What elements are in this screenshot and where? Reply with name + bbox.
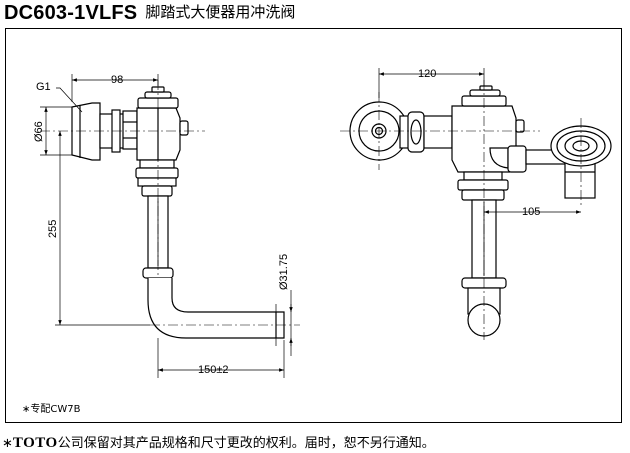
dim-98: 98: [111, 74, 123, 86]
disclaimer: ∗TOTO公司保留对其产品规格和尺寸更改的权利。届时，恕不另行通知。: [2, 432, 435, 452]
dim-150: 150±2: [198, 364, 229, 376]
dim-dia-66: Ø66: [33, 121, 45, 142]
drawing-frame: [5, 28, 622, 423]
side-view-valve: [71, 86, 285, 339]
disclaimer-text: 公司保留对其产品规格和尺寸更改的权利。届时，恕不另行通知。: [57, 436, 435, 451]
top-view-valve: [349, 85, 612, 337]
side-view-centerlines: [40, 80, 300, 326]
dim-g1: G1: [36, 81, 51, 93]
dim-120: 120: [418, 68, 436, 80]
dim-dia-31-75: Ø31.75: [278, 254, 290, 290]
product-description: 脚踏式大便器用冲洗阀: [145, 3, 296, 21]
dim-255: 255: [47, 220, 59, 238]
model-number: DC603-1VLFS: [4, 2, 138, 24]
drawing-title: DC603-1VLFS 脚踏式大便器用冲洗阀: [4, 2, 295, 28]
disclaimer-prefix: ∗: [2, 436, 13, 451]
dim-105: 105: [522, 206, 540, 218]
footnote-cw7b: ∗专配CW7B: [22, 404, 81, 415]
top-view-centerlines: [340, 80, 582, 340]
brand-logo: TOTO: [12, 435, 58, 451]
